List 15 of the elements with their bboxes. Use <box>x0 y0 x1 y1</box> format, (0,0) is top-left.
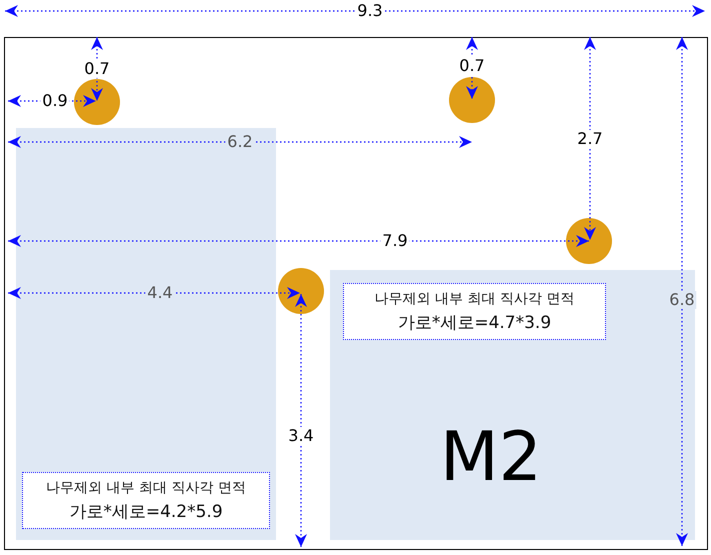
dimension-label: 3.4 <box>286 427 316 445</box>
note-title: 나무제외 내부 최대 직사각 면적 <box>46 478 246 496</box>
area-rectangle <box>330 270 695 540</box>
note-formula: 가로*세로=4.7*3.9 <box>398 312 552 334</box>
tree-circle <box>449 77 495 123</box>
area-rectangle <box>16 128 276 540</box>
note-title: 나무제외 내부 최대 직사각 면적 <box>374 290 574 308</box>
tree-circle <box>566 218 612 264</box>
note-box <box>22 472 270 529</box>
tree-circle <box>74 79 120 125</box>
area-name: M2 <box>440 420 542 496</box>
dimension-label: 6.8 <box>667 291 697 309</box>
note-box <box>343 283 606 340</box>
note-formula: 가로*세로=4.2*5.9 <box>69 500 223 522</box>
tree-circle <box>278 268 324 314</box>
